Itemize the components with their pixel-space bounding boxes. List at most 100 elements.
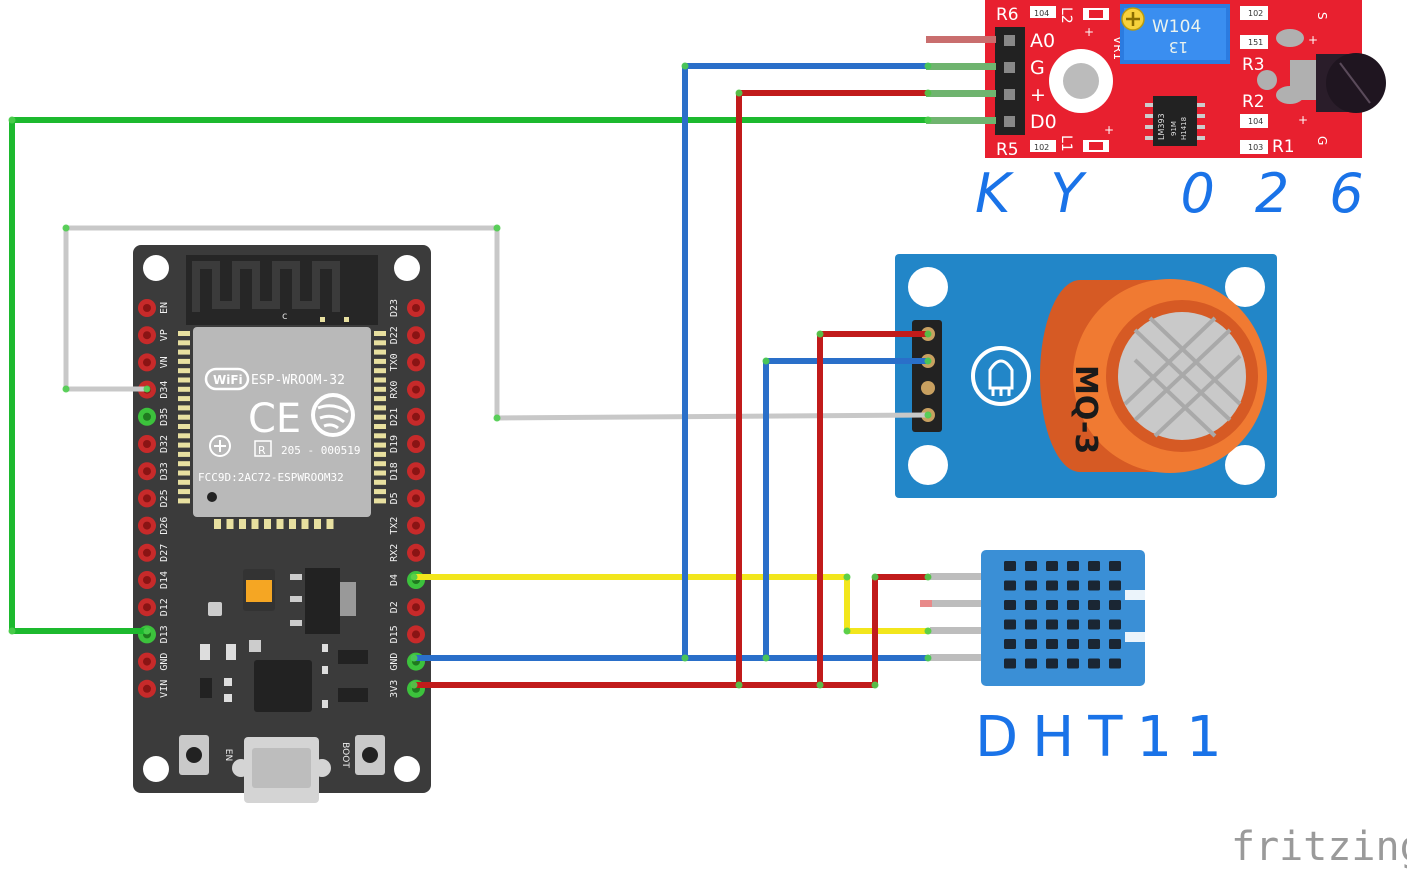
esp32-pin-d23[interactable] [407,299,425,317]
fcc-id: FCC9D:2AC72-ESPWROOM32 [198,471,344,484]
esp32-pin-vn[interactable] [138,353,156,372]
ky026-title: KY 026 [975,162,1404,225]
esp32-pin-label: 3V3 [389,680,400,698]
wire-yellow-d4-dht11-data[interactable] [411,574,931,634]
esp32-pin-label: VN [159,356,170,368]
esp32-right-header [407,299,425,698]
esp32-pin-d14[interactable] [138,571,156,589]
wire-grey-d35-mq3-analog[interactable] [63,225,931,421]
mount-hole [143,255,169,281]
esp32-pin-label: D25 [159,489,170,507]
esp32-pin-d35[interactable] [138,407,156,426]
esp32-pin-label: D14 [159,571,170,589]
esp32-pin-label: D18 [389,462,400,480]
esp32-pin-d15[interactable] [407,625,425,644]
dht-pin3-lead [930,627,982,634]
ky026-pin-label: D0 [1030,111,1057,133]
esp32-pin-d2[interactable] [407,598,425,617]
pin-plus-lead [926,90,996,97]
wire-endpoints [8,62,932,689]
dht11-sensor [930,550,1145,686]
esp32-pin-label: D21 [389,408,400,426]
svg-text:+: + [1084,25,1094,39]
dht-pin1-lead [930,573,982,580]
esp32-pin-d22[interactable] [407,326,425,345]
wire-green-d13-ky026-d0[interactable] [9,117,931,634]
esp32-pin-d32[interactable] [138,435,156,453]
module-pins-left [178,331,190,504]
esp32-pin-d5[interactable] [407,489,425,508]
module-pins-bottom [214,519,334,529]
esp32-pin-rx0[interactable] [407,380,425,399]
ky026-pin-label: A0 [1030,30,1055,52]
label-r3: R3 [1242,55,1265,75]
chip-label-2: 91M [1170,121,1178,136]
esp32-pin-en[interactable] [138,299,156,317]
esp32-pin-tx2[interactable] [407,516,425,535]
esp32-pin-label: TX2 [389,517,400,535]
esp32-pin-label: RX2 [389,544,400,562]
esp32-pin-label: D5 [389,492,400,504]
esp32-right-pin-labels: D23D22TX0RX0D21D19D18D5TX2RX2D4D2D15GND3… [389,299,400,698]
module-name: ESP-WROOM-32 [251,373,345,388]
esp32-pin-gnd[interactable] [138,652,156,671]
label-r2: R2 [1242,92,1265,112]
gas-sensor-head [1040,279,1267,473]
lm393-chip: LM393 91M H1418 [1145,96,1205,146]
esp32-pin-label: D35 [159,408,170,426]
esp32-pin-label: GND [389,653,400,671]
esp32-pin-d33[interactable] [138,462,156,481]
mount-hole [908,445,948,485]
esp32-pin-label: D26 [159,517,170,535]
mount-hole [1225,267,1265,307]
esp32-pin-d12[interactable] [138,598,156,617]
esp32-pin-vin[interactable] [138,679,156,698]
esp32-pin-d25[interactable] [138,489,156,508]
ky026-flame-sensor: A0G+D0 R6 R5 104 L2 102 L1 VR1 + + W104 … [926,0,1386,160]
antenna-label: c [282,311,288,322]
potentiometer[interactable] [1120,4,1230,64]
boot-button[interactable] [355,735,385,775]
esp32-pin-vp[interactable] [138,326,156,345]
pin-a0-lead [926,36,996,43]
svg-text:G: G [1315,136,1329,145]
esp32-pin-d26[interactable] [138,516,156,535]
esp32-pin-d21[interactable] [407,407,425,426]
pin1-dot [207,492,217,502]
label-l1: L1 [1058,135,1074,152]
wifi-logo-icon [204,367,250,391]
cap-104-top: 104 [1034,9,1049,18]
label-r5: R5 [996,140,1019,160]
esp32-pin-label: D33 [159,462,170,480]
en-button[interactable] [179,735,209,775]
esp32-pin-label: TX0 [389,353,400,371]
esp32-pin-d18[interactable] [407,462,425,481]
pin-g-lead [926,63,996,70]
mount-hole [394,255,420,281]
res-103: 103 [1248,143,1263,152]
usb-chip [254,660,312,712]
ky026-pin-label: G [1030,57,1045,79]
mq3-title: MQ-3 [1068,365,1103,454]
sensor-logo-icon [971,346,1031,406]
esp32-pin-d19[interactable] [407,435,425,453]
label-l2: L2 [1058,7,1074,24]
boot-button-label: BOOT [340,742,350,768]
espressif-logo-icon [311,393,355,437]
esp32-pin-tx0[interactable] [407,353,425,372]
dht-pin4-lead [930,654,982,661]
mount-hole [143,756,169,782]
esp32-pin-label: D2 [389,601,400,613]
mq3-sensor: MQ-3 [895,254,1277,498]
dht-pin2-lead [930,600,982,607]
esp32-pin-d27[interactable] [138,543,156,562]
dht11-vent-grid [1004,561,1121,669]
wifi-label: WiFi [213,373,243,387]
esp32-pin-rx2[interactable] [407,543,425,562]
cap-102-bottom: 102 [1034,143,1049,152]
micro-usb-port[interactable] [232,737,331,803]
esp32-pin-label: D12 [159,598,170,616]
svg-text:+: + [1308,33,1318,47]
wire-red-3v3-bus[interactable] [411,574,931,688]
